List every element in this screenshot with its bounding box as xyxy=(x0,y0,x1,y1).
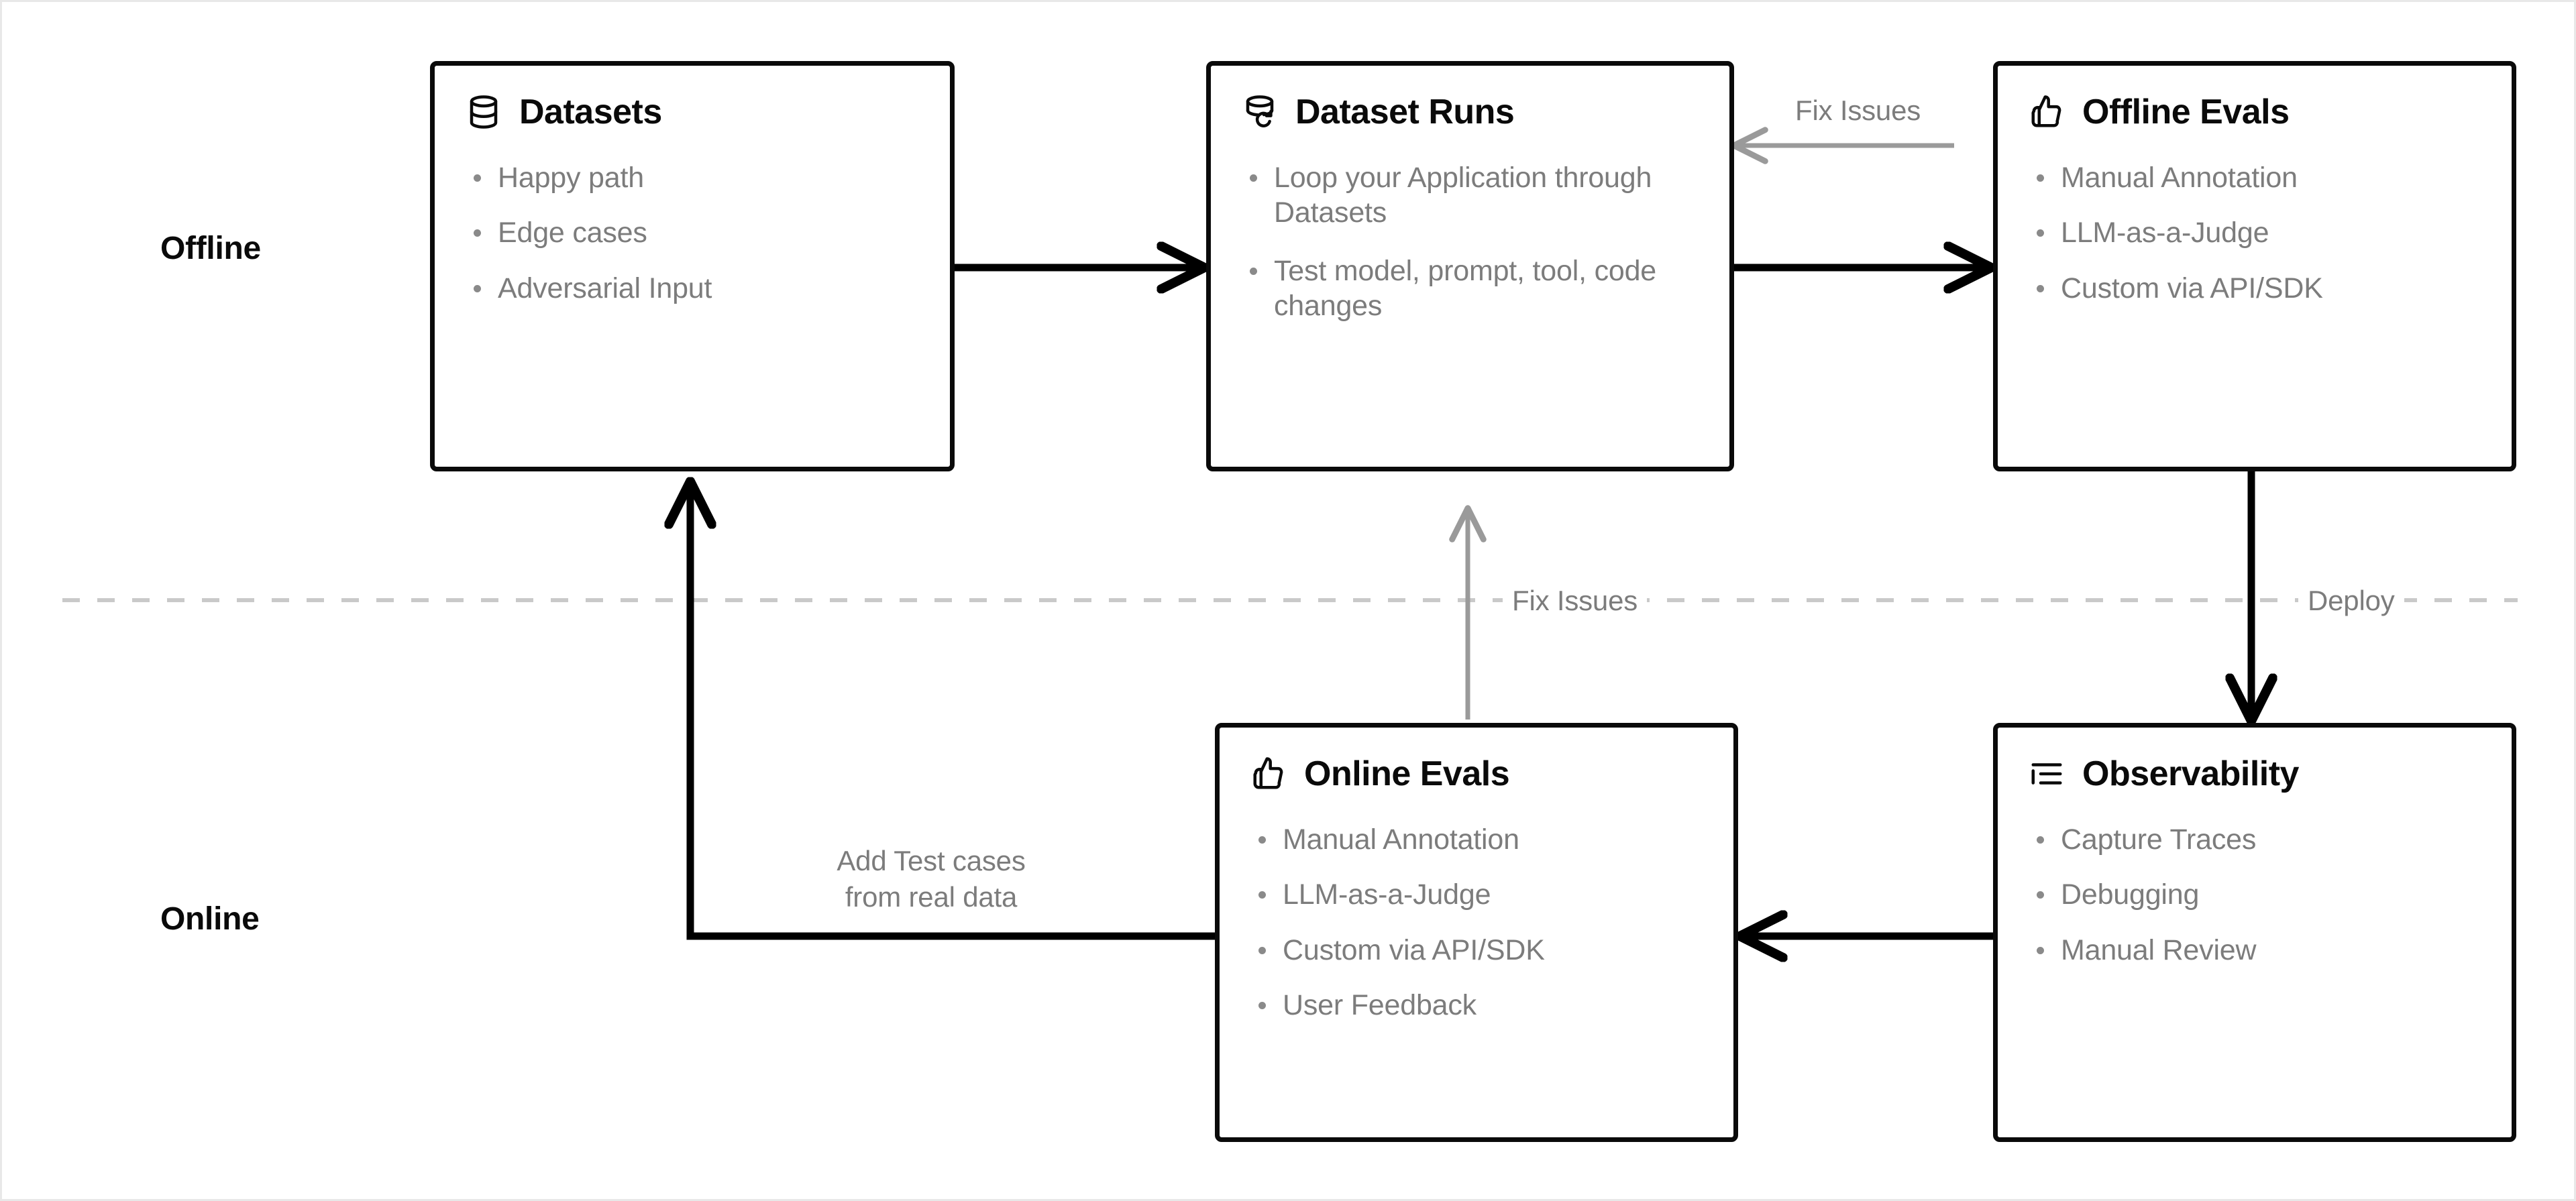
list-tree-icon xyxy=(2029,756,2065,792)
node-offline-evals-header: Offline Evals xyxy=(2029,94,2481,131)
node-offline-evals-title: Offline Evals xyxy=(2082,93,2290,131)
node-datasets-bullets: Happy path Edge cases Adversarial Input xyxy=(466,160,919,306)
node-online-evals-title: Online Evals xyxy=(1304,754,1510,793)
list-item: Custom via API/SDK xyxy=(2029,271,2481,306)
edge-label-add-test-cases: Add Test cases from real data xyxy=(817,843,1045,915)
node-dataset-runs[interactable]: Dataset Runs Loop your Application throu… xyxy=(1206,61,1734,471)
thumbs-up-icon xyxy=(1250,756,1287,792)
edge-label-add-test-cases-line1: Add Test cases xyxy=(837,845,1026,876)
node-datasets[interactable]: Datasets Happy path Edge cases Adversari… xyxy=(430,61,955,471)
list-item: Loop your Application through Datasets xyxy=(1242,160,1699,231)
edge-label-fix-issues-top: Fix Issues xyxy=(1786,93,1931,129)
list-item: Manual Review xyxy=(2029,933,2481,968)
list-item: Happy path xyxy=(466,160,919,195)
node-observability-bullets: Capture Traces Debugging Manual Review xyxy=(2029,822,2481,968)
node-online-evals-bullets: Manual Annotation LLM-as-a-Judge Custom … xyxy=(1250,822,1703,1023)
list-item: Debugging xyxy=(2029,877,2481,912)
node-datasets-header: Datasets xyxy=(466,94,919,131)
list-item: LLM-as-a-Judge xyxy=(2029,215,2481,250)
list-item: LLM-as-a-Judge xyxy=(1250,877,1703,912)
node-observability[interactable]: Observability Capture Traces Debugging M… xyxy=(1993,723,2516,1142)
list-item: Edge cases xyxy=(466,215,919,250)
node-observability-header: Observability xyxy=(2029,756,2481,793)
database-icon xyxy=(466,94,502,130)
node-dataset-runs-bullets: Loop your Application through Datasets T… xyxy=(1242,160,1699,324)
node-dataset-runs-title: Dataset Runs xyxy=(1295,93,1515,131)
list-item: Capture Traces xyxy=(2029,822,2481,857)
database-refresh-icon xyxy=(1242,94,1278,130)
edge-label-deploy: Deploy xyxy=(2298,583,2404,619)
list-item: Custom via API/SDK xyxy=(1250,933,1703,968)
list-item: Test model, prompt, tool, code changes xyxy=(1242,253,1699,324)
node-online-evals[interactable]: Online Evals Manual Annotation LLM-as-a-… xyxy=(1215,723,1738,1142)
lane-label-online: Online xyxy=(160,901,260,937)
node-offline-evals-bullets: Manual Annotation LLM-as-a-Judge Custom … xyxy=(2029,160,2481,306)
node-offline-evals[interactable]: Offline Evals Manual Annotation LLM-as-a… xyxy=(1993,61,2516,471)
node-datasets-title: Datasets xyxy=(519,93,662,131)
list-item: Adversarial Input xyxy=(466,271,919,306)
lane-label-offline: Offline xyxy=(160,231,261,266)
list-item: User Feedback xyxy=(1250,988,1703,1023)
list-item: Manual Annotation xyxy=(1250,822,1703,857)
edge-label-add-test-cases-line2: from real data xyxy=(845,880,1018,913)
node-dataset-runs-header: Dataset Runs xyxy=(1242,94,1699,131)
node-observability-title: Observability xyxy=(2082,754,2299,793)
node-online-evals-header: Online Evals xyxy=(1250,756,1703,793)
edge-label-fix-issues-middle: Fix Issues xyxy=(1503,583,1648,619)
list-item: Manual Annotation xyxy=(2029,160,2481,195)
thumbs-up-icon xyxy=(2029,94,2065,130)
